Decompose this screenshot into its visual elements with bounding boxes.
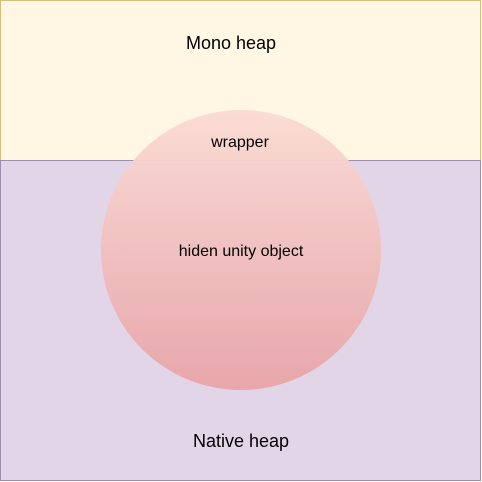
mono-heap-label: Mono heap — [186, 33, 276, 53]
wrapper-label: wrapper — [210, 134, 269, 151]
hidden-object-label: hiden unity object — [179, 243, 304, 260]
native-heap-label: Native heap — [193, 431, 289, 451]
unity-object-circle — [101, 110, 381, 390]
